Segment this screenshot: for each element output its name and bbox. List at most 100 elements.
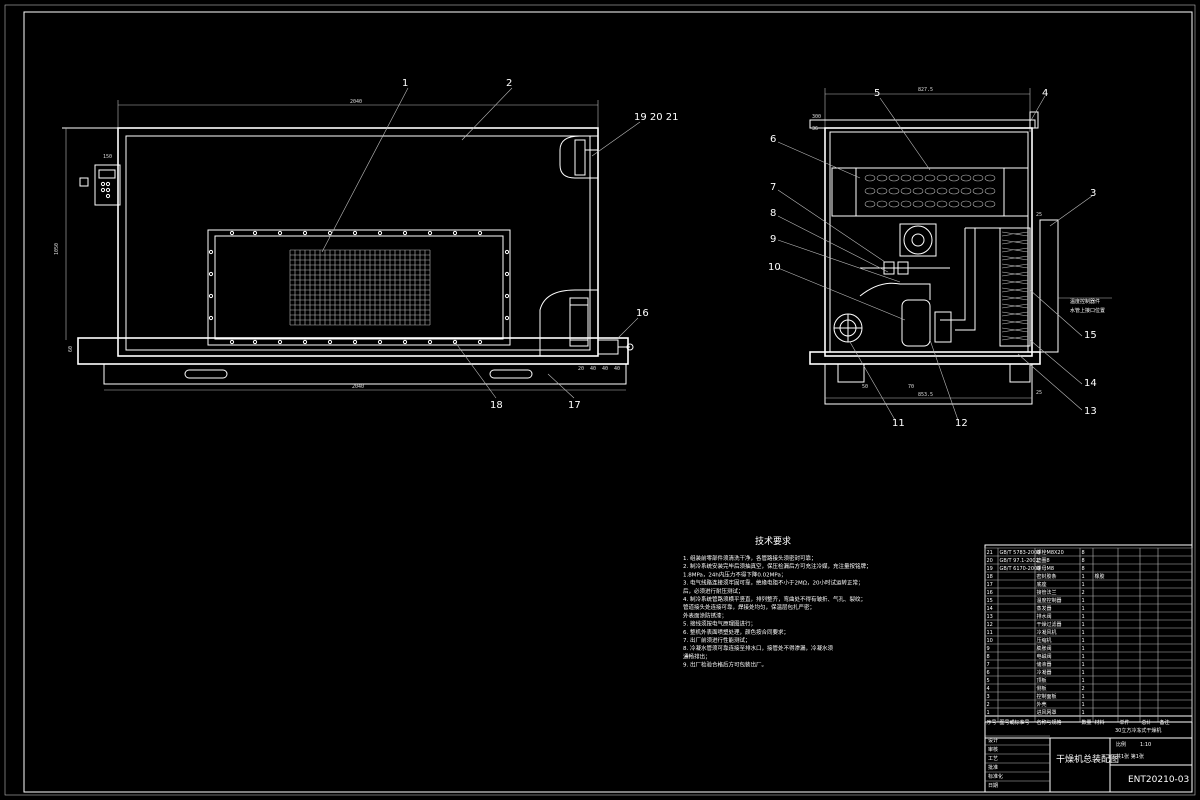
- parts-cell: GB/T 6170-2000: [1000, 566, 1041, 572]
- scale-label: 比例: [1116, 741, 1126, 748]
- parts-cell: 膨胀阀: [1037, 645, 1052, 652]
- bolt-icon: [208, 293, 214, 299]
- bolt-icon: [327, 230, 333, 236]
- condenser-fan: [903, 225, 933, 255]
- side-cabinet: [824, 127, 1033, 357]
- parts-cell: 进风网罩: [1037, 709, 1057, 716]
- bolt-icon: [208, 315, 214, 321]
- balloon-5: 5: [874, 88, 880, 99]
- parts-cell: 垫圈8: [1037, 557, 1050, 564]
- parts-cell: 1: [1082, 654, 1085, 660]
- approval-label: 审核: [988, 746, 998, 753]
- approval-label: 批准: [988, 764, 998, 771]
- grille-frame-outer: [207, 229, 511, 346]
- note-line: 外表面涂防锈漆；: [683, 611, 727, 619]
- bolt-icon: [352, 230, 358, 236]
- parts-cell: 2: [987, 702, 990, 708]
- note-line: 9. 出厂检验合格后方可包装出厂。: [683, 661, 767, 669]
- parts-cell: 接管法兰: [1037, 589, 1057, 596]
- dim-offset: 40: [602, 366, 608, 372]
- bolt-icon: [352, 339, 358, 345]
- pipe-flange: [597, 339, 619, 355]
- parts-cell: 1: [1082, 574, 1085, 580]
- sheet-outer-border: [4, 4, 1196, 796]
- bolt-icon: [504, 271, 510, 277]
- svg-text:300: 300: [812, 114, 821, 120]
- bolt-icon: [504, 249, 510, 255]
- note-line: 管道接头处连接可靠，焊接处均匀，保温层包扎严密；: [683, 603, 815, 611]
- parts-cell: 2: [1082, 590, 1085, 596]
- balloon-11: 11: [892, 418, 905, 429]
- parts-cell: 10: [987, 638, 993, 644]
- bolt-icon: [252, 230, 258, 236]
- balloon-6: 6: [770, 134, 776, 145]
- compressor: [901, 299, 931, 347]
- approval-label: 工艺: [988, 756, 998, 762]
- bolt-icon: [277, 339, 283, 345]
- balloon-3: 3: [1090, 188, 1096, 199]
- note-line: 2. 制冷系统安装完毕后须抽真空，保压检漏后方可充注冷媒，充注量按铭牌；: [683, 562, 872, 570]
- parts-cell: 8: [987, 654, 990, 660]
- parts-cell: 1: [1082, 710, 1085, 716]
- bolt-icon: [427, 230, 433, 236]
- top-plate: [809, 119, 1036, 129]
- note-line: 7. 出厂前须进行性能测试；: [683, 636, 751, 644]
- svg-text:36: 36: [812, 126, 818, 132]
- parts-cell: 1: [1082, 606, 1085, 612]
- parts-cell: 15: [987, 598, 993, 604]
- side-annotation-line2: 水管上接口位置: [1070, 307, 1105, 314]
- parts-cell: 冷凝器: [1037, 669, 1052, 676]
- bolt-icon: [327, 339, 333, 345]
- parts-cell: 储液器: [1037, 661, 1052, 668]
- bolt-icon: [504, 293, 510, 299]
- parts-cell: 干燥过滤器: [1037, 621, 1062, 628]
- note-line: 6. 整机外表面喷塑处理，颜色按合同要求；: [683, 628, 789, 636]
- coil-tubes: [864, 174, 996, 208]
- dim-offset: 40: [590, 366, 596, 372]
- svg-text:25: 25: [1036, 390, 1042, 396]
- bolt-icon: [477, 339, 483, 345]
- bolt-icon: [277, 230, 283, 236]
- parts-cell: 6: [987, 670, 990, 676]
- bolt-icon: [208, 271, 214, 277]
- parts-cell: 电磁阀: [1037, 653, 1052, 660]
- bolt-icon: [452, 339, 458, 345]
- drain-housing: [539, 289, 599, 357]
- balloon-12: 12: [955, 418, 968, 429]
- svg-text:50: 50: [862, 384, 868, 390]
- evaporator-fins: [1001, 231, 1029, 341]
- parts-cell: 控制面板: [1037, 693, 1057, 700]
- parts-cell: 8: [1082, 558, 1085, 564]
- parts-cell: 1: [1082, 614, 1085, 620]
- dim-base-width: 2040: [352, 384, 364, 390]
- outlet-elbow: [559, 135, 599, 179]
- parts-cell: GB/T 5783-2000: [1000, 550, 1041, 556]
- dim-side-bottom: 853.5: [918, 392, 933, 398]
- balloon-18: 18: [490, 400, 503, 411]
- dim-overall-width: 2040: [350, 99, 362, 105]
- parts-cell: 12: [987, 622, 993, 628]
- parts-cell: 1: [987, 710, 990, 716]
- parts-cell: 外壳: [1037, 701, 1047, 708]
- balloon-16: 16: [636, 308, 649, 319]
- refrigerant-pipe: [940, 227, 1000, 331]
- balloon-4: 4: [1042, 88, 1048, 99]
- parts-cell: 2: [1082, 686, 1085, 692]
- parts-cell: 1: [1082, 582, 1085, 588]
- drawing-title: 干燥机总装配图: [1056, 753, 1119, 765]
- parts-cell: 1: [1082, 678, 1085, 684]
- parts-cell: 1: [1082, 622, 1085, 628]
- svg-text:150: 150: [103, 154, 112, 160]
- bolt-icon: [229, 339, 235, 345]
- parts-cell: 螺母M8: [1037, 565, 1055, 572]
- parts-cell: 1: [1082, 670, 1085, 676]
- parts-cell: 1: [1082, 694, 1085, 700]
- parts-cell: 1: [1082, 638, 1085, 644]
- parts-cell: 19: [987, 566, 993, 572]
- balloon-17: 17: [568, 400, 581, 411]
- parts-cell: 8: [1082, 566, 1085, 572]
- notes-lines: 1. 组装前零部件须清洗干净，各管路接头须密封可靠；2. 制冷系统安装完毕后须抽…: [683, 554, 872, 669]
- bolt-icon: [504, 315, 510, 321]
